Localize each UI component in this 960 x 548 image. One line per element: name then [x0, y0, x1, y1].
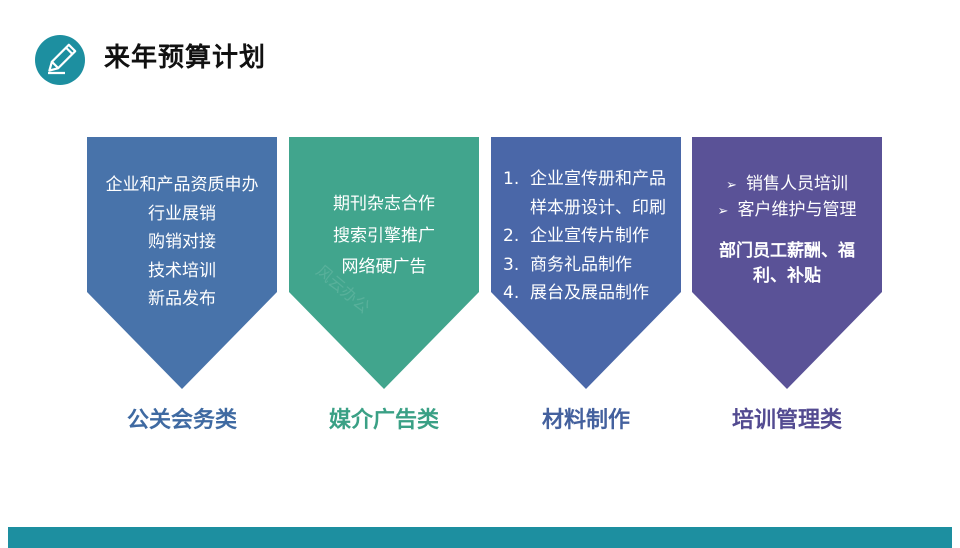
list-item: ➢客户维护与管理	[717, 200, 857, 220]
list-item: 1.企业宣传册和产品	[503, 169, 666, 189]
pencil-icon	[35, 35, 85, 85]
card-label-training-management: 培训管理类	[731, 408, 842, 433]
card-line: 新品发布	[148, 289, 216, 309]
list-item: 3.商务礼品制作	[503, 254, 632, 275]
card-line: 期刊杂志合作	[333, 194, 435, 214]
card-label-materials: 材料制作	[541, 408, 630, 433]
arrow-right-icon: ➢	[726, 178, 737, 193]
card-line: 技术培训	[148, 260, 216, 281]
arrow-right-icon: ➢	[717, 204, 729, 219]
bullet-list: ➢销售人员培训 ➢客户维护与管理	[692, 172, 882, 224]
card-line: 购销对接	[148, 232, 216, 252]
card-line: 行业展销	[148, 203, 216, 224]
list-item: 4.展台及展品制作	[503, 283, 649, 303]
card-line: 网络硬广告	[341, 257, 427, 277]
card-materials: 1.企业宣传册和产品 样本册设计、印刷 2.企业宣传片制作 3.商务礼品制作 4…	[491, 137, 681, 389]
card-label-public-relations: 公关会务类	[126, 408, 237, 433]
card-bold-text: 部门员工薪酬、福 利、补贴	[719, 241, 855, 286]
card-line: 搜索引擎推广	[333, 225, 435, 246]
card-line: 企业和产品资质申办	[105, 175, 259, 195]
footer-bar	[8, 527, 952, 548]
card-media-advertising: 期刊杂志合作 搜索引擎推广 网络硬广告	[289, 137, 479, 389]
list-item: 2.企业宣传片制作	[503, 226, 649, 246]
numbered-list: 1.企业宣传册和产品 样本册设计、印刷 2.企业宣传片制作 3.商务礼品制作 4…	[503, 165, 681, 308]
card-training-management: ➢销售人员培训 ➢客户维护与管理 部门员工薪酬、福 利、补贴	[692, 137, 882, 389]
page-title: 来年预算计划	[104, 43, 267, 73]
card-label-media-advertising: 媒介广告类	[328, 408, 439, 433]
card-public-relations: 企业和产品资质申办 行业展销 购销对接 技术培训 新品发布	[87, 137, 277, 389]
list-item: 样本册设计、印刷	[530, 197, 666, 218]
list-item: ➢销售人员培训	[726, 174, 848, 194]
